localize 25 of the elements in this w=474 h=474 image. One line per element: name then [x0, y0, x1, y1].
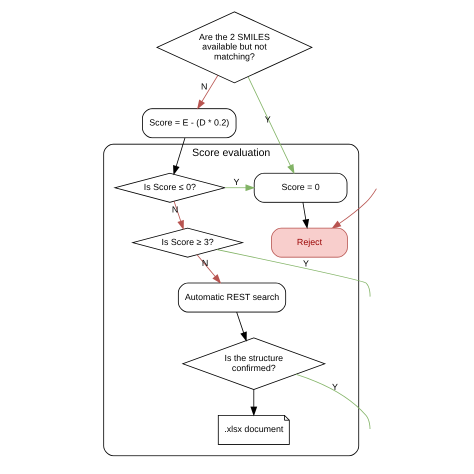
- node-diamond: Are the 2 SMILES available but not matching?: [156, 11, 313, 84]
- arrow: [174, 200, 184, 230]
- edge-label: Y: [332, 382, 338, 392]
- arrow: [197, 74, 218, 110]
- connector: [295, 374, 370, 430]
- node-diamond: Is the structure confirmed?: [182, 337, 326, 390]
- node-box: Score = E - (D * 0.2): [142, 108, 236, 138]
- edge-label: N: [172, 204, 178, 214]
- node-box: Automatic REST search: [178, 282, 286, 312]
- arrow: [331, 188, 377, 229]
- node-diamond: Is Score ≥ 3?: [131, 228, 244, 258]
- node-box: Score = 0: [254, 172, 348, 203]
- arrow: [173, 138, 186, 176]
- edge-label: Y: [302, 258, 309, 269]
- node-diamond: Is Score ≤ 0?: [113, 172, 226, 203]
- edge-label: Y: [233, 177, 240, 188]
- arrow: [196, 254, 222, 284]
- arrow: [248, 76, 294, 174]
- arrow: [302, 202, 310, 229]
- connector: [216, 249, 370, 298]
- arrow: [250, 389, 258, 416]
- arrow: [236, 312, 247, 342]
- arrow: [224, 184, 256, 192]
- node-box: Reject: [271, 228, 348, 258]
- edge-label: N: [200, 81, 208, 92]
